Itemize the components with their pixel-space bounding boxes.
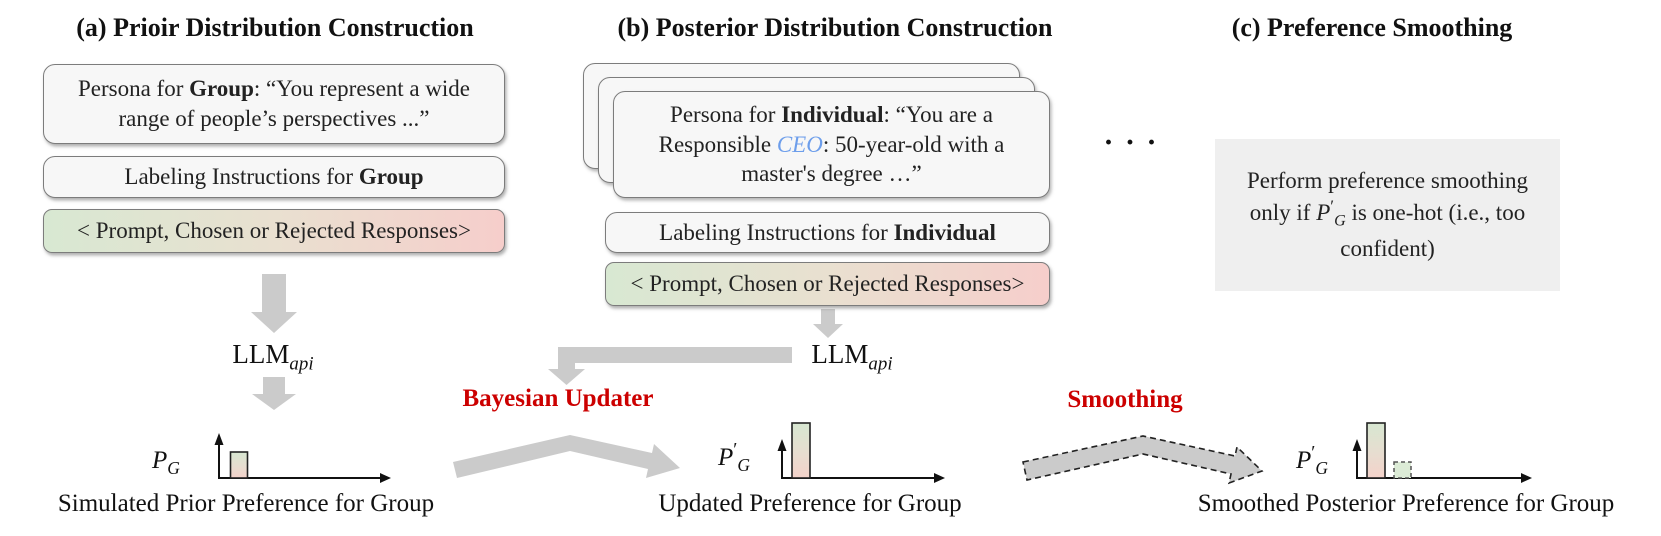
prior-distribution-chart bbox=[214, 433, 391, 483]
down-arrow-b bbox=[813, 309, 843, 338]
individual-instructions-box: Labeling Instructions for Individual bbox=[605, 212, 1050, 253]
down-arrow-a1 bbox=[251, 274, 297, 333]
smoothed-distribution-chart bbox=[1352, 422, 1532, 483]
chevron-arrow-solid bbox=[453, 435, 680, 478]
prior-dist-label: PG bbox=[152, 447, 180, 478]
caption-simulated-prior: Simulated Prior Preference for Group bbox=[57, 490, 435, 517]
down-arrow-a2 bbox=[252, 377, 296, 410]
caption-updated-preference: Updated Preference for Group bbox=[658, 490, 962, 517]
individual-persona-box: Persona for Individual: “You are a Respo… bbox=[613, 91, 1050, 198]
group-prompt-text: < Prompt, Chosen or Rejected Responses> bbox=[77, 218, 471, 244]
title-preference-smoothing: (c) Preference Smoothing bbox=[1231, 13, 1513, 42]
individual-persona-text: Persona for Individual: “You are a Respo… bbox=[658, 101, 1005, 187]
more-personas-ellipsis: · · · bbox=[1103, 126, 1159, 159]
title-posterior-construction: (b) Posterior Distribution Construction bbox=[617, 13, 1053, 42]
llm-api-label-b: LLMapi bbox=[811, 339, 893, 375]
elbow-arrow bbox=[548, 347, 792, 385]
smoothing-note-box: Perform preference smoothing only if P′G… bbox=[1215, 139, 1560, 291]
individual-instructions-text: Labeling Instructions for Individual bbox=[659, 219, 996, 245]
group-persona-text: Persona for Group: “You represent a wide… bbox=[77, 76, 471, 131]
caption-smoothed-posterior: Smoothed Posterior Preference for Group bbox=[1197, 490, 1615, 517]
updated-dist-label: P′G bbox=[718, 439, 751, 475]
chevron-arrow-dashed bbox=[1022, 435, 1264, 485]
group-persona-box: Persona for Group: “You represent a wide… bbox=[43, 64, 505, 144]
group-instructions-box: Labeling Instructions for Group bbox=[43, 156, 505, 198]
updated-distribution-chart bbox=[777, 422, 945, 483]
individual-prompt-text: < Prompt, Chosen or Rejected Responses> bbox=[630, 271, 1025, 297]
group-instructions-text: Labeling Instructions for Group bbox=[124, 164, 424, 190]
llm-api-label-a: LLMapi bbox=[232, 339, 314, 375]
title-prior-construction: (a) Prioir Distribution Construction bbox=[76, 13, 474, 42]
smoothed-dist-label: P′G bbox=[1296, 442, 1329, 478]
individual-prompt-box: < Prompt, Chosen or Rejected Responses> bbox=[605, 262, 1050, 306]
group-prompt-box: < Prompt, Chosen or Rejected Responses> bbox=[43, 209, 505, 253]
smoothing-label: Smoothing bbox=[1067, 386, 1183, 413]
bayesian-updater-label: Bayesian Updater bbox=[462, 385, 654, 412]
smoothing-note-text: Perform preference smoothing only if P′G… bbox=[1246, 168, 1528, 261]
